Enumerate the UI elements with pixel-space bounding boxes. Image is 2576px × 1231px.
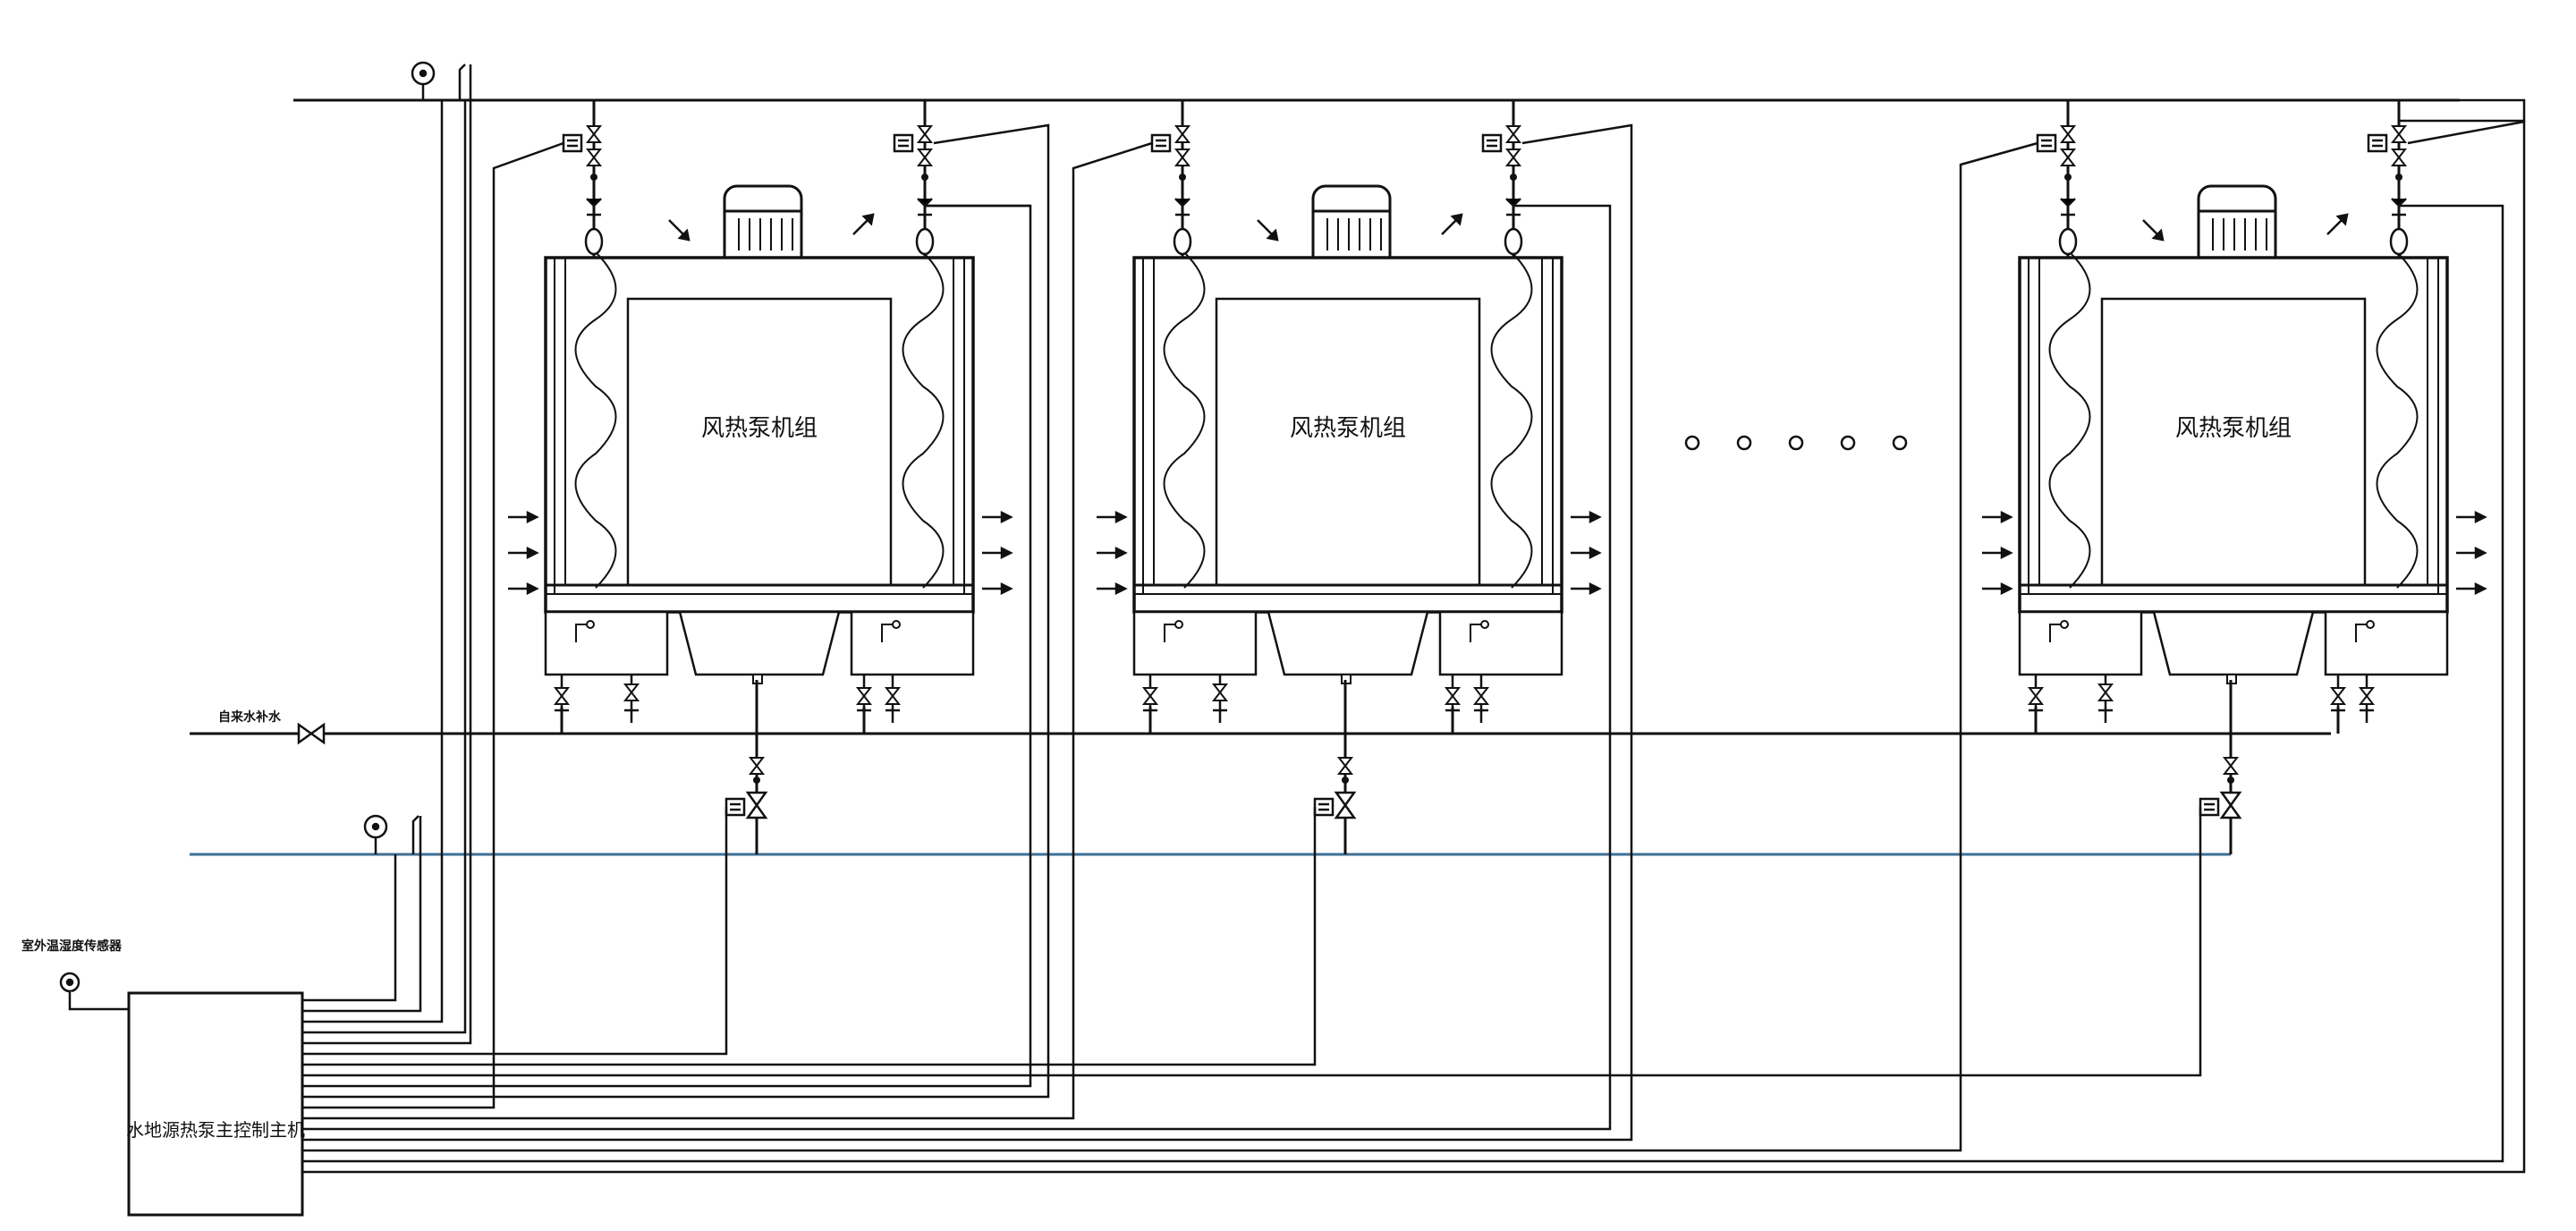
supply-pressure-gauge-icon [411, 61, 436, 100]
outdoor-sensor-label: 室外温湿度传感器 [21, 938, 123, 954]
controller-label: 水地源热泵主控制主机 [126, 1119, 305, 1141]
makeup-valve-icon [297, 723, 326, 744]
return-actuators [724, 797, 2220, 817]
return-drops [755, 680, 2233, 854]
valve-nodes [590, 174, 2402, 181]
drain-connections [560, 707, 2340, 734]
heat-pump-unit-3 [1982, 173, 2485, 734]
makeup-water-label: 自来水补水 [218, 709, 282, 725]
supply-thermometer-icon [458, 64, 466, 100]
return-thermometer-icon [411, 815, 419, 854]
supply-actuators [562, 133, 2388, 153]
control-wiring [302, 64, 2526, 1174]
return-valves [746, 757, 2241, 819]
unit-3-label: 风热泵机组 [2175, 415, 2292, 442]
unit-2-label: 风热泵机组 [1290, 415, 1406, 442]
unit-1-label: 风热泵机组 [701, 415, 818, 442]
outdoor-sensor-icon [59, 972, 129, 1011]
return-pressure-gauge-icon [363, 814, 388, 854]
continuation-dots [1684, 435, 1908, 451]
heat-pump-unit-2 [1097, 173, 1599, 734]
heat-pump-unit-1 [508, 173, 1011, 734]
continuation-text: ○ ○ ○ ○ ○ [1793, 446, 1799, 448]
main-controller [127, 991, 304, 1217]
